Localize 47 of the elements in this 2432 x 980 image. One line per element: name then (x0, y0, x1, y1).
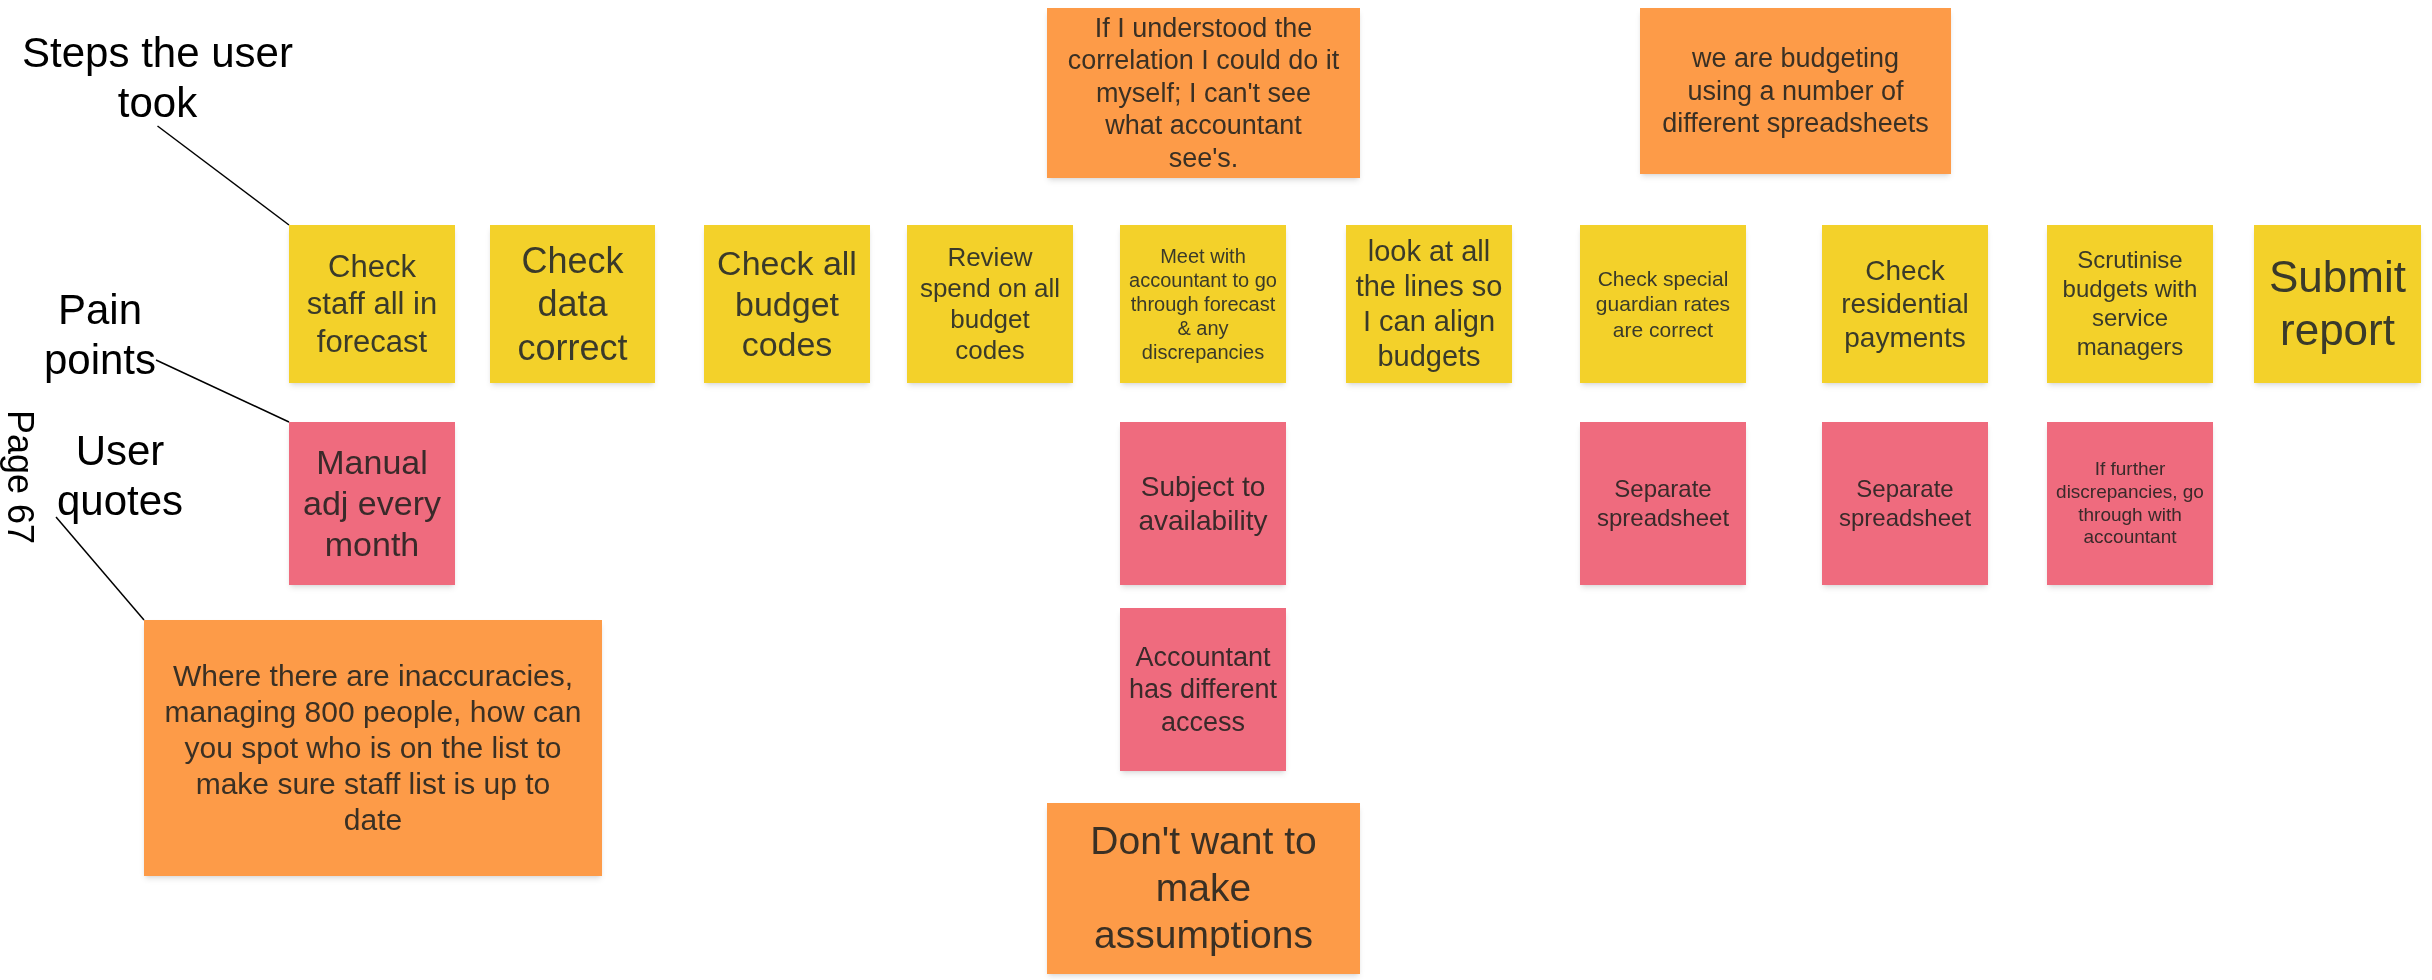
sticky-note (1120, 422, 1286, 585)
note-text: Separate spreadsheet (1837, 474, 1973, 533)
sticky-note (144, 620, 602, 876)
note-text: Subject to availability (1137, 469, 1269, 538)
sticky-note (1346, 225, 1512, 383)
leader-line (156, 125, 290, 226)
note-text: Check data correct (516, 239, 629, 369)
sticky-note (1047, 8, 1360, 178)
note-text: Where there are inaccuracies, managing 800 people, how can you spot who is on the list to make sure staff list is up to date (164, 658, 582, 838)
note-text: Review spend on all budget codes (918, 241, 1062, 367)
note-text: Accountant has different access (1128, 640, 1278, 739)
sticky-note (1120, 608, 1286, 771)
note-text: Meet with accountant to go through forecast & any discrepancies (1128, 244, 1278, 364)
leader-line (55, 516, 145, 621)
sticky-note (704, 225, 870, 383)
sticky-note (1120, 225, 1286, 383)
note-text: Check staff all in forecast (305, 248, 439, 360)
sticky-note (1822, 225, 1988, 383)
note-text: look at all the lines so I can align budgets (1354, 234, 1504, 374)
note-text: Check residential payments (1840, 253, 1970, 355)
sticky-note (1580, 422, 1746, 585)
sticky-note (289, 225, 455, 383)
sticky-note (490, 225, 655, 383)
section-label: Pain points (42, 284, 158, 385)
sticky-note (2254, 225, 2421, 383)
note-text: Check all budget codes (716, 242, 858, 366)
sticky-note (1640, 8, 1951, 174)
sticky-note (289, 422, 455, 585)
leader-line (155, 359, 290, 423)
note-text: Submit report (2268, 251, 2407, 356)
page-number: Page 67 (2, 410, 38, 545)
sticky-note (907, 225, 1073, 383)
note-text: If I understood the correlation I could do it myself; I can't see what accountant see's. (1067, 12, 1340, 174)
note-text: Check special guardian rates are correct (1594, 266, 1732, 342)
note-text: Scrutinise budgets with service managers (2061, 246, 2199, 362)
note-text: Separate spreadsheet (1595, 474, 1731, 533)
sticky-note (2047, 225, 2213, 383)
sticky-note (1047, 803, 1360, 974)
note-text: If further discrepancies, go through with accountant (2055, 457, 2205, 550)
sticky-note (2047, 422, 2213, 585)
note-text: Manual adj every month (302, 442, 442, 565)
section-label: Steps the user took (21, 27, 294, 128)
sticky-note (1580, 225, 1746, 383)
section-label: User quotes (55, 425, 185, 526)
note-text: we are budgeting using a number of different spreadsheets (1661, 42, 1930, 140)
note-text: Don't want to make assumptions (1089, 818, 1318, 958)
sticky-note (1822, 422, 1988, 585)
